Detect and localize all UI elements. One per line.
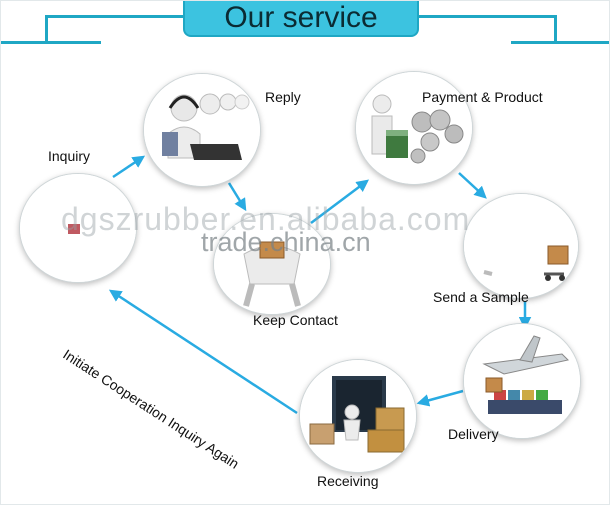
label-reply: Reply (265, 89, 301, 105)
hand-truck-icon (464, 194, 578, 298)
header-line-left-top (45, 15, 183, 18)
label-delivery: Delivery (448, 426, 499, 442)
inquiry-circle (19, 173, 137, 283)
call-center-icon (144, 74, 260, 186)
arrow-delivery-to-receiving (416, 389, 464, 407)
inquiry-image (20, 174, 136, 282)
label-receiving: Receiving (317, 473, 379, 489)
page-title: Our service (224, 1, 378, 34)
label-keep-contact: Keep Contact (253, 312, 338, 328)
header-line-left-riser (45, 15, 48, 44)
label-sample: Send a Sample (433, 289, 529, 305)
watermark-alibaba: dgszrubber.en.alibaba.com (61, 201, 471, 237)
money-gears-icon (356, 72, 472, 184)
payment-circle (355, 71, 473, 185)
label-inquiry: Inquiry (48, 148, 91, 164)
title-banner: Our service (183, 1, 419, 37)
arrow-inquiry-to-reply (112, 155, 146, 179)
receiving-circle (299, 359, 417, 473)
header-line-right (511, 41, 609, 44)
reply-circle (143, 73, 261, 187)
header-line-right-riser (554, 15, 557, 44)
arrow-payment-to-sample (458, 172, 487, 199)
plane-ship-icon (464, 324, 580, 438)
watermark-trade: trade.china.cn (201, 227, 371, 257)
carrying-box-icon (214, 214, 330, 314)
delivery-circle (463, 323, 581, 439)
label-payment: Payment & Product (422, 89, 543, 105)
arrow-keep-to-payment (310, 179, 369, 224)
header-line-right-top (419, 15, 557, 18)
keep-contact-circle (213, 213, 331, 315)
warehouse-boxes-icon (300, 360, 416, 472)
sample-circle (463, 193, 579, 299)
arrow-receiving-to-inquiry (108, 289, 298, 415)
header-line-left (1, 41, 101, 44)
arrow-reply-to-keep (227, 182, 247, 212)
